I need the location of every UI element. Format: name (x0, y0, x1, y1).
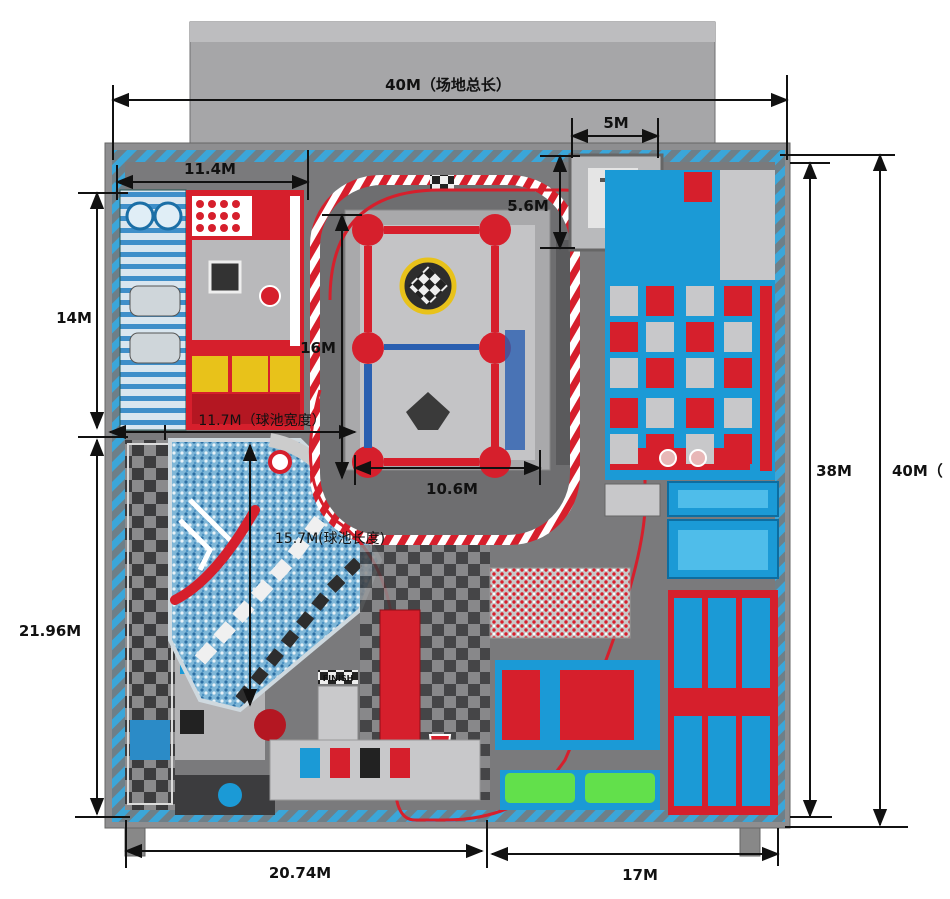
dimension-lines (75, 75, 908, 868)
dim-track-16: 16M (300, 339, 336, 357)
top-left-structure (119, 189, 304, 431)
dimension-labels: 40M（场地总长） 5M 11.4M 5.6M 14M 16M 11.7M（球池… (19, 76, 943, 884)
right-modules (489, 170, 779, 815)
dim-bottom-17: 17M (622, 866, 658, 884)
dim-left-21-96: 21.96M (19, 622, 81, 640)
dim-ball-length: 15.7M(球池长度) (275, 531, 385, 547)
dim-right-40: 40M（ (892, 462, 943, 480)
dim-track-10-6: 10.6M (426, 480, 478, 498)
dim-top-total: 40M（场地总长） (385, 76, 511, 94)
dim-right-38: 38M (816, 462, 852, 480)
dim-left-width: 11.4M (184, 160, 236, 178)
dim-left-14: 14M (56, 309, 92, 327)
finish-sign: FINISH (323, 674, 354, 683)
dim-bottom-20-74: 20.74M (269, 864, 331, 882)
checker-floor: FINISH (269, 545, 490, 801)
racetrack (310, 175, 580, 545)
dim-track-5-6: 5.6M (507, 197, 549, 215)
dim-top-5m: 5M (603, 114, 628, 132)
dim-ball-width: 11.7M（球池宽度） (198, 412, 325, 429)
